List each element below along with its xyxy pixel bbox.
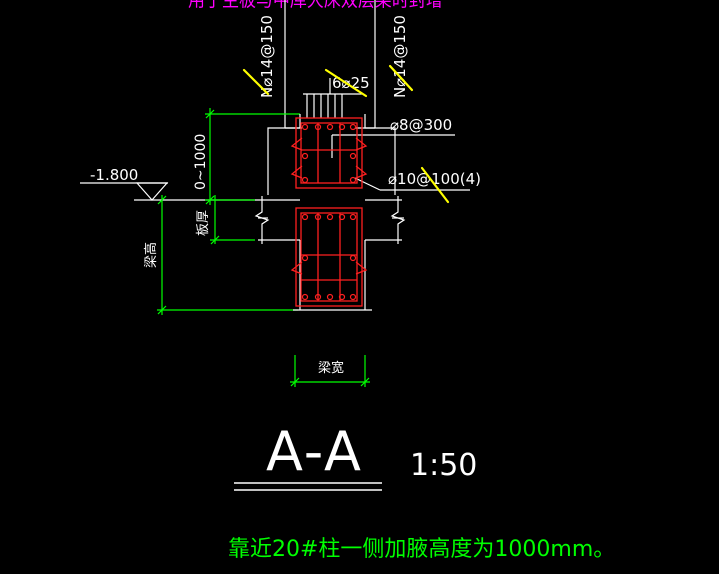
yellow-markings (242, 64, 450, 204)
scale-label: 1:50 (410, 448, 477, 483)
rebar-label-right: N⌀14@150 (391, 15, 409, 98)
rebar-cage (290, 117, 368, 307)
rebar-dots (301, 123, 357, 301)
section-label: A-A (266, 420, 363, 483)
elevation-label: -1.800 (90, 166, 138, 184)
bottom-note: 靠近20#柱一侧加腋高度为1000mm。 (228, 537, 615, 562)
beam-width-label: 梁宽 (318, 360, 344, 376)
top-bars-label: 6⌀25 (332, 74, 370, 92)
top-note: 用于主板与中库大床双层架时封增 (188, 0, 443, 12)
dimension-lines (157, 108, 370, 387)
beam-outline (254, 114, 406, 311)
haunch-range-label: 0~1000 (193, 134, 209, 190)
leader-lines-top (284, 0, 470, 191)
slab-thickness-label: 板厚 (196, 210, 211, 236)
beam-height-label: 梁高 (143, 242, 159, 268)
rebar-label-left: N⌀14@150 (258, 15, 276, 98)
stirrup-main-label: ⌀10@100(4) (388, 170, 481, 188)
stirrup-spacing-label: ⌀8@300 (390, 116, 452, 134)
